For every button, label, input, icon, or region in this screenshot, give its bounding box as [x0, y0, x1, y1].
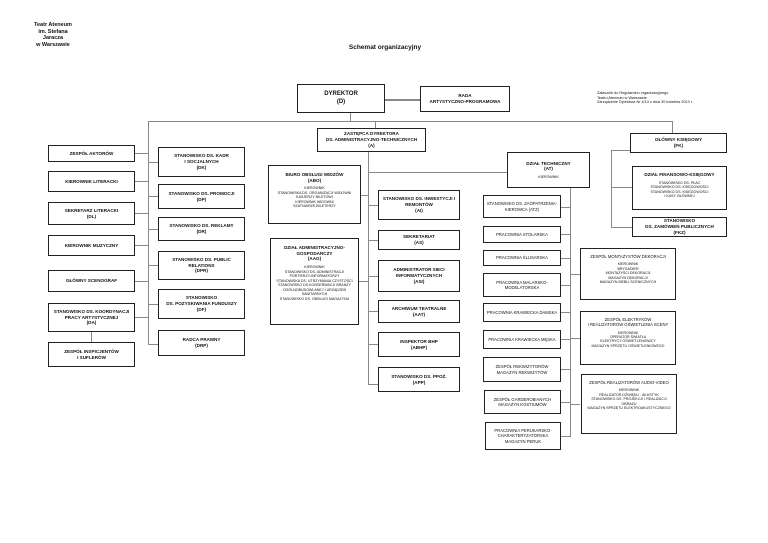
workshop-label: PRACOWNIA STOLARSKA [496, 231, 548, 237]
admin-unit-box[interactable]: SEKRETARIAT (AS) [378, 230, 460, 250]
stage-team-staff: KIEROWNIK REALIZATOR DŹWIĘKU - AKUSTYK S… [587, 388, 671, 411]
stage-team-title: ZESPÓŁ MONTAŻYSTÓW DEKORACJI [590, 254, 666, 259]
technical-department-box[interactable]: DZIAŁ TECHNICZNY (AT) KIEROWNIK [507, 152, 590, 188]
left-unit-label: GŁÓWNY SCENOGRAF [65, 278, 118, 284]
stage-team-staff: KIEROWNIK OPERATOR ŚWIATŁA ELEKTRYCY OŚW… [591, 330, 665, 348]
audience-office-title: BIURO OBSŁUGI WIDZÓW (ABO) [285, 172, 344, 183]
left-unit-box[interactable]: ZESPÓŁ INSPICJENTÓW I SUFLERÓW [48, 342, 135, 367]
left-unit-box[interactable]: STANOWISKO DS. KOORDYNACJI PRACY ARTYSTY… [48, 303, 135, 332]
position-box[interactable]: STANOWISKO DS. REKLAMY (DR) [158, 217, 245, 241]
workshop-box[interactable]: STANOWISKO DS. ZAOPATRZENIA- KIEROWCA (A… [483, 195, 561, 218]
workshop-label: PRACOWNIA KRAWIECKA MĘSKA [488, 336, 556, 342]
position-box[interactable]: STANOWISKO DS. KADR I SOCJALNYCH (DK) [158, 147, 245, 177]
finance-department-box[interactable]: DZIAŁ FINANSOWO-KSIĘGOWY STANOWISKO DS. P… [632, 166, 727, 210]
left-unit-label: KIEROWNIK MUZYCZNY [64, 242, 119, 248]
workshop-box[interactable]: PRACOWNIA ŚLUSARSKA [483, 250, 561, 266]
position-label: STANOWISKO DS. PROMOCJI (DP) [168, 190, 235, 202]
admin-department-staff: KIEROWNIK STANOWISKO DS. ADMINISTRACJI P… [276, 265, 353, 301]
chief-accountant-label: GŁÓWNY KSIĘGOWY (FK) [654, 137, 703, 148]
workshop-box[interactable]: ZESPÓŁ GARDEROBIANYCH MAGAZYN KOSTIUMÓW [484, 390, 561, 414]
admin-unit-box[interactable]: INSPEKTOR BHP (ABHP) [378, 332, 460, 357]
workshop-label: ZESPÓŁ REKWIZYTORÓW MAGAZYN REKWIZYTÓW [495, 364, 549, 375]
stage-team-box[interactable]: ZESPÓŁ MONTAŻYSTÓW DEKORACJI KIEROWNIK BR… [580, 248, 676, 300]
left-unit-box[interactable]: ZESPÓŁ AKTORÓW [48, 145, 135, 162]
workshop-label: PRACOWNIA PERUKARSKO- CHARAKTERYZATORSKA… [494, 428, 552, 444]
stage-team-box[interactable]: ZESPÓŁ REALIZATORÓW AUDIO-VIDEO KIEROWNIK… [581, 374, 677, 434]
left-unit-label: ZESPÓŁ AKTORÓW [69, 150, 114, 156]
workshop-box[interactable]: PRACOWNIA MALARSKO- MODELATORSKA [483, 273, 561, 297]
position-box[interactable]: STANOWISKO DS. PUBLIC RELATIONS (DPR) [158, 251, 245, 280]
technical-department-head: KIEROWNIK [538, 174, 559, 179]
stage-team-title: ZESPÓŁ REALIZATORÓW AUDIO-VIDEO [589, 380, 669, 385]
admin-unit-box[interactable]: STANOWISKO DS. INWESTYCJI I REMONTÓW (AI… [378, 190, 460, 220]
admin-unit-box[interactable]: ARCHIWUM TEATRALNE (AAT) [378, 300, 460, 323]
admin-unit-label: ARCHIWUM TEATRALNE (AAT) [391, 305, 447, 317]
admin-department-box[interactable]: DZIAŁ ADMINISTRACYJNO- GOSPODARCZY (AAG)… [270, 238, 359, 325]
stage-team-box[interactable]: ZESPÓŁ ELEKTRYKÓW I REALIZATORÓW OŚWIETL… [580, 311, 676, 365]
admin-unit-label: STANOWISKO DS. PPOŻ. (APP) [391, 373, 447, 385]
workshop-label: PRACOWNIA MALARSKO- MODELATORSKA [496, 279, 548, 290]
left-unit-box[interactable]: SEKRETARZ LITERACKI (DL) [48, 202, 135, 225]
admin-unit-label: SEKRETARIAT (AS) [403, 234, 435, 245]
left-unit-box[interactable]: KIEROWNIK LITERACKI [48, 171, 135, 192]
admin-unit-label: ADMINISTRATOR SIECI INFORMATYCZNYCH (ASI… [393, 267, 445, 284]
chief-accountant-box[interactable]: GŁÓWNY KSIĘGOWY (FK) [630, 133, 727, 153]
position-label: STANOWISKO DS. POZYSKIWANIA FUNDUSZY (DF… [166, 295, 237, 312]
left-unit-label: ZESPÓŁ INSPICJENTÓW I SUFLERÓW [64, 348, 119, 360]
admin-department-title: DZIAŁ ADMINISTRACYJNO- GOSPODARCZY (AAG) [284, 245, 345, 262]
left-unit-label: KIEROWNIK LITERACKI [65, 178, 118, 184]
workshop-box[interactable]: PRACOWNIA PERUKARSKO- CHARAKTERYZATORSKA… [485, 422, 561, 450]
finance-department-title: DZIAŁ FINANSOWO-KSIĘGOWY [644, 172, 715, 177]
left-unit-box[interactable]: GŁÓWNY SCENOGRAF [48, 270, 135, 292]
technical-department-title: DZIAŁ TECHNICZNY (AT) [526, 160, 571, 172]
admin-unit-box[interactable]: ADMINISTRATOR SIECI INFORMATYCZNYCH (ASI… [378, 260, 460, 292]
position-box[interactable]: STANOWISKO DS. PROMOCJI (DP) [158, 184, 245, 209]
left-unit-label: SEKRETARZ LITERACKI (DL) [64, 207, 119, 219]
deputy-director-label: ZASTĘPCA DYREKTORA DS. ADMINISTRACYJNO-T… [325, 131, 418, 148]
workshop-box[interactable]: PRACOWNIA KRAWIECKA DAMSKA [483, 303, 561, 322]
workshop-label: PRACOWNIA ŚLUSARSKA [496, 255, 548, 261]
admin-unit-label: INSPEKTOR BHP (ABHP) [400, 338, 438, 350]
left-unit-box[interactable]: KIEROWNIK MUZYCZNY [48, 235, 135, 256]
stage-team-staff: KIEROWNIK BRYGADIER MONTAŻYŚCI DEKORACJI… [599, 262, 657, 285]
position-box[interactable]: STANOWISKO DS. POZYSKIWANIA FUNDUSZY (DF… [158, 289, 245, 319]
audience-office-box[interactable]: BIURO OBSŁUGI WIDZÓW (ABO) KIEROWNIK STAN… [268, 165, 361, 224]
workshop-label: PRACOWNIA KRAWIECKA DAMSKA [486, 309, 558, 315]
organization-name: Teatr Ateneum im. Stefana Jaracza w Wars… [34, 22, 72, 48]
page-title: Schemat organizacyjny [348, 44, 422, 51]
position-label: RADCA PRAWNY (DRP) [182, 337, 221, 348]
deputy-director-box[interactable]: ZASTĘPCA DYREKTORA DS. ADMINISTRACYJNO-T… [317, 128, 426, 152]
workshop-label: ZESPÓŁ GARDEROBIANYCH MAGAZYN KOSTIUMÓW [493, 396, 552, 407]
position-label: STANOWISKO DS. KADR I SOCJALNYCH (DK) [174, 153, 229, 170]
workshop-box[interactable]: PRACOWNIA STOLARSKA [483, 226, 561, 243]
public-procurement-label: STANOWISKO DS. ZAMÓWIEŃ PUBLICZNYCH (FKZ… [645, 218, 714, 235]
director-box[interactable]: DYREKTOR (D) [297, 84, 385, 113]
workshop-label: STANOWISKO DS. ZAOPATRZENIA- KIEROWCA (A… [486, 201, 558, 212]
artistic-council-box[interactable]: RADA ARTYSTYCZNO-PROGRAMOWA [420, 86, 510, 112]
finance-department-staff: STANOWISKO DS. PŁAC STANOWISKO DS. KSIĘG… [650, 180, 709, 199]
admin-unit-box[interactable]: STANOWISKO DS. PPOŻ. (APP) [378, 367, 460, 392]
annex-note: Załacznik do Regulaminu organizacyjnego … [597, 91, 693, 105]
position-label: STANOWISKO DS. PUBLIC RELATIONS (DPR) [172, 256, 231, 274]
audience-office-staff: KIEROWNIK STANOWISKA DS. ORGANIZACJI WID… [277, 186, 352, 209]
position-label: STANOWISKO DS. REKLAMY (DR) [169, 223, 234, 234]
left-unit-label: STANOWISKO DS. KOORDYNACJI PRACY ARTYSTY… [53, 308, 130, 326]
workshop-box[interactable]: PRACOWNIA KRAWIECKA MĘSKA [483, 330, 561, 349]
workshop-box[interactable]: ZESPÓŁ REKWIZYTORÓW MAGAZYN REKWIZYTÓW [483, 357, 561, 382]
admin-unit-label: STANOWISKO DS. INWESTYCJI I REMONTÓW (AI… [382, 196, 456, 213]
stage-team-title: ZESPÓŁ ELEKTRYKÓW I REALIZATORÓW OŚWIETL… [587, 317, 669, 328]
artistic-council-label: RADA ARTYSTYCZNO-PROGRAMOWA [429, 93, 501, 104]
position-box[interactable]: RADCA PRAWNY (DRP) [158, 330, 245, 356]
public-procurement-box[interactable]: STANOWISKO DS. ZAMÓWIEŃ PUBLICZNYCH (FKZ… [632, 217, 727, 237]
director-label: DYREKTOR (D) [324, 91, 358, 105]
